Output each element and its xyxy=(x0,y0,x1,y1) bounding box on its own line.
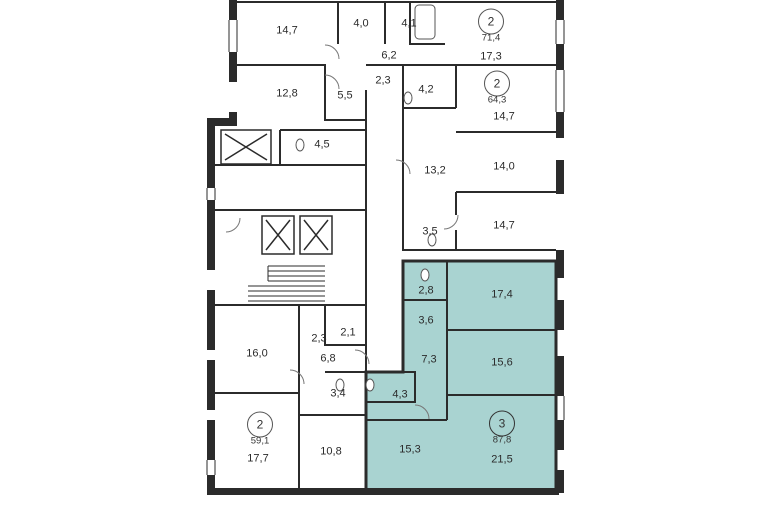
room-area-label: 14,0 xyxy=(493,160,515,173)
door-swing-icon xyxy=(225,44,459,420)
room-count: 2 xyxy=(484,70,510,97)
apartment-badge[interactable]: 2 71,4 xyxy=(478,8,504,44)
room-area-label: 14,7 xyxy=(493,219,515,232)
room-area-label: 16,0 xyxy=(246,347,268,360)
apartment-badge[interactable]: 2 64,3 xyxy=(484,70,510,106)
room-area-label: 14,7 xyxy=(493,110,515,123)
room-area-label: 5,5 xyxy=(337,89,353,102)
room-area-label: 4,1 xyxy=(401,17,417,30)
room-area-label: 4,5 xyxy=(314,138,330,151)
apartment-area: 87,8 xyxy=(492,434,512,446)
apartment-badge-selected[interactable]: 3 87,8 xyxy=(489,410,515,446)
room-area-label: 17,4 xyxy=(491,288,513,301)
apartment-area: 64,3 xyxy=(487,94,507,106)
room-area-label: 3,6 xyxy=(418,314,434,327)
stairs-icon xyxy=(248,265,325,302)
room-area-label: 6,2 xyxy=(381,49,397,62)
room-area-label: 17,7 xyxy=(247,452,269,465)
room-area-label: 21,5 xyxy=(491,453,513,466)
outer-walls xyxy=(207,0,564,495)
room-area-label: 17,3 xyxy=(480,50,502,63)
bathtub-icon xyxy=(414,4,436,40)
room-area-label: 2,3 xyxy=(375,74,391,87)
elevator-icon xyxy=(220,129,333,255)
room-area-label: 2,8 xyxy=(418,284,434,297)
room-area-label: 3,4 xyxy=(330,387,346,400)
apartment-area: 59,1 xyxy=(250,435,270,447)
room-count: 2 xyxy=(478,8,504,35)
windows xyxy=(206,20,565,475)
apartment-area: 71,4 xyxy=(481,32,501,44)
room-area-label: 13,2 xyxy=(424,164,446,177)
interior-walls xyxy=(215,1,556,488)
room-area-label: 12,8 xyxy=(276,87,298,100)
toilet-icon xyxy=(295,91,437,392)
room-area-label: 6,8 xyxy=(320,352,336,365)
room-count: 2 xyxy=(247,411,273,438)
room-area-label: 3,5 xyxy=(422,225,438,238)
room-area-label: 10,8 xyxy=(320,445,342,458)
selected-apartment-walls xyxy=(366,261,556,421)
selected-apartment-area[interactable] xyxy=(364,259,558,495)
room-area-label: 4,0 xyxy=(353,17,369,30)
room-area-label: 2,1 xyxy=(340,326,356,339)
apartment-badge[interactable]: 2 59,1 xyxy=(247,411,273,447)
room-area-label: 2,3 xyxy=(311,332,327,345)
room-area-label: 4,3 xyxy=(392,388,408,401)
room-area-label: 15,3 xyxy=(399,443,421,456)
room-count: 3 xyxy=(489,410,515,437)
room-area-label: 7,3 xyxy=(421,353,437,366)
room-area-label: 15,6 xyxy=(491,356,513,369)
room-area-label: 14,7 xyxy=(276,24,298,37)
room-area-label: 4,2 xyxy=(418,83,434,96)
